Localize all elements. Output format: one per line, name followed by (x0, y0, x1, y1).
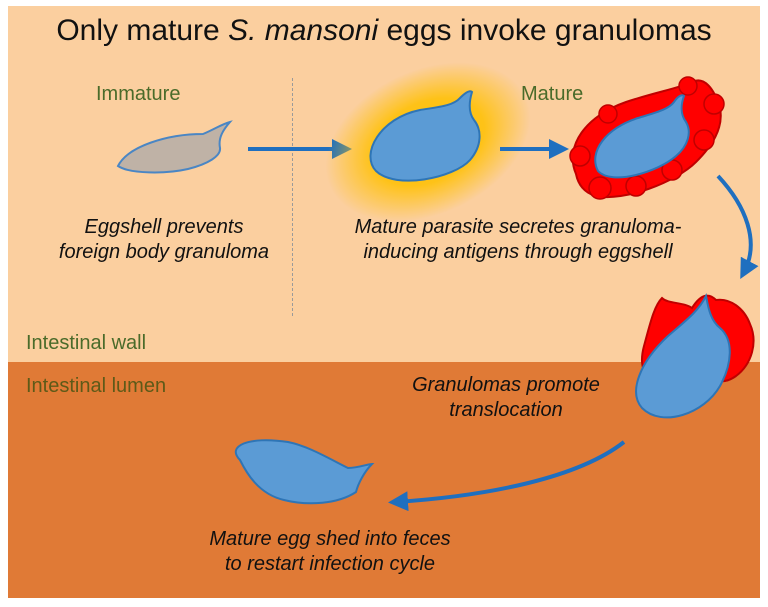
translocation-caption: Granulomas promote translocation (386, 373, 626, 423)
granuloma-egg (570, 77, 724, 199)
translocation-caption-line2: translocation (386, 398, 626, 423)
immature-egg (118, 122, 230, 172)
translocation-caption-line1: Granulomas promote (386, 373, 626, 398)
mature-caption-line1: Mature parasite secretes granuloma- (308, 215, 728, 240)
translocating-egg (636, 296, 753, 418)
intestinal-wall-label: Intestinal wall (26, 332, 146, 355)
mature-caption: Mature parasite secretes granuloma- indu… (308, 215, 728, 265)
shed-egg (236, 440, 372, 503)
immature-label: Immature (96, 83, 180, 106)
intestinal-lumen-label: Intestinal lumen (26, 375, 166, 398)
arrow-to-shed-egg (396, 442, 624, 502)
shed-caption-line2: to restart infection cycle (160, 552, 500, 577)
shed-caption: Mature egg shed into feces to restart in… (160, 527, 500, 577)
mature-caption-line2: inducing antigens through eggshell (308, 240, 728, 265)
immature-caption-line1: Eggshell prevents (46, 215, 282, 240)
shed-caption-line1: Mature egg shed into feces (160, 527, 500, 552)
immature-caption: Eggshell prevents foreign body granuloma (46, 215, 282, 265)
diagram-canvas: Only mature S. mansoni eggs invoke granu… (8, 6, 760, 598)
immature-caption-line2: foreign body granuloma (46, 240, 282, 265)
mature-label: Mature (521, 83, 583, 106)
